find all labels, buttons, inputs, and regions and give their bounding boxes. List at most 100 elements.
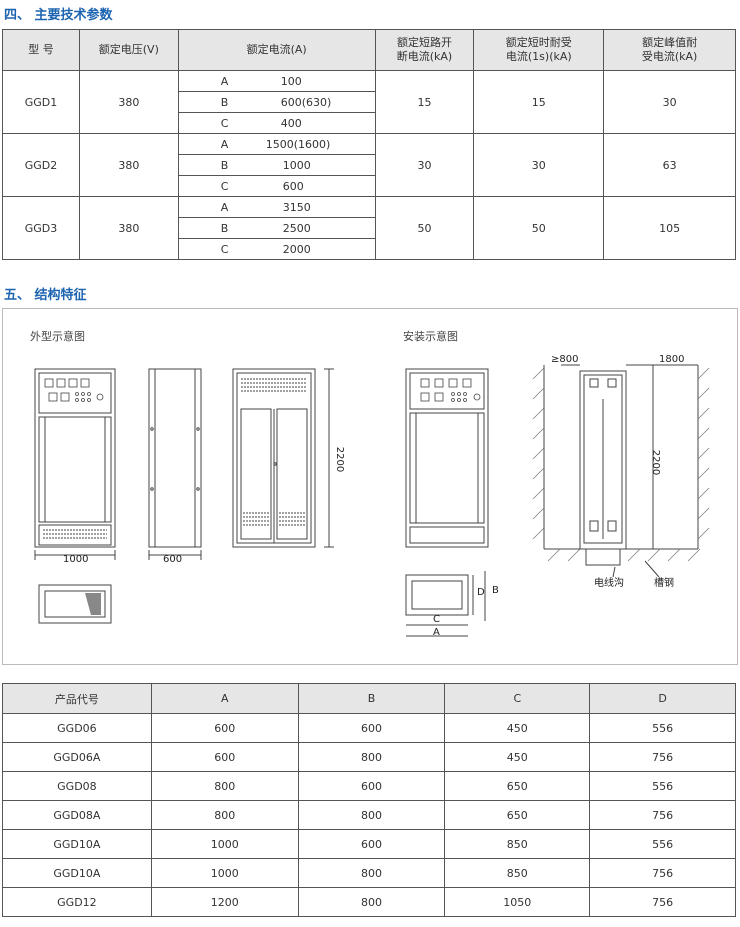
trench-label: 电线沟	[594, 578, 624, 589]
peak-cell: 30	[603, 70, 736, 134]
size-cell: GGD08	[2, 771, 152, 801]
size-cell: 1200	[150, 887, 299, 917]
size-cell: 800	[150, 800, 299, 830]
size-cell: 600	[297, 829, 446, 859]
model-cell: GGD1	[2, 70, 80, 134]
header-voltage: 额定电压(V)	[78, 29, 179, 71]
front-clearance-dimension: ≥800	[551, 354, 579, 365]
base-label-c: C	[433, 614, 440, 625]
base-plan-drawing	[38, 584, 112, 624]
size-cell: 756	[589, 800, 736, 830]
room-dimension: 1800	[659, 354, 685, 365]
size-cell: 1050	[444, 887, 591, 917]
side-view-drawing	[148, 368, 202, 560]
model-cell: GGD2	[2, 133, 80, 197]
base-label-d: D	[477, 587, 485, 598]
size-header: D	[589, 683, 736, 714]
install-section-drawing	[532, 364, 710, 578]
peak-cell: 105	[603, 196, 736, 260]
front-view-drawing	[34, 368, 116, 560]
size-cell: 556	[589, 829, 736, 859]
drawing-panel: 外型示意图 安装示意图	[2, 308, 738, 665]
channel-label: 槽钢	[654, 578, 674, 589]
outline-caption: 外型示意图	[30, 330, 85, 343]
size-header: C	[444, 683, 591, 714]
peak-cell: 63	[603, 133, 736, 197]
size-cell: 756	[589, 887, 736, 917]
base-label-a: A	[433, 627, 440, 638]
size-cell: 450	[444, 742, 591, 772]
install-caption: 安装示意图	[403, 330, 458, 343]
size-cell: 650	[444, 800, 591, 830]
size-cell: 800	[297, 887, 446, 917]
size-cell: 556	[589, 771, 736, 801]
voltage-cell: 380	[78, 196, 179, 260]
short-time-cell: 30	[473, 133, 605, 197]
header-peak: 额定峰值耐受电流(kA)	[603, 29, 736, 71]
header-model: 型 号	[2, 29, 80, 71]
breaking-cell: 15	[374, 70, 475, 134]
header-current: 额定电流(A)	[177, 29, 376, 71]
section-title-params: 四、 主要技术参数	[4, 8, 113, 23]
size-cell: 600	[150, 742, 299, 772]
size-cell: 556	[589, 713, 736, 743]
spec-table: 型 号 额定电压(V) 额定电流(A) 额定短路开断电流(kA) 额定短时耐受电…	[2, 29, 736, 260]
size-cell: 756	[589, 742, 736, 772]
technical-drawings	[34, 364, 710, 637]
install-front-drawing	[405, 368, 489, 548]
size-cell: 600	[297, 771, 446, 801]
size-cell: 850	[444, 829, 591, 859]
rear-view-drawing	[232, 368, 334, 548]
size-cell: 1000	[150, 858, 299, 888]
size-cell: 800	[150, 771, 299, 801]
size-cell: 600	[297, 713, 446, 743]
size-cell: 600	[150, 713, 299, 743]
size-cell: 1000	[150, 829, 299, 859]
header-breaking: 额定短路开断电流(kA)	[374, 29, 475, 71]
short-time-cell: 15	[473, 70, 605, 134]
base-label-b: B	[492, 585, 499, 596]
install-base-drawing	[405, 571, 486, 637]
size-cell: GGD10A	[2, 829, 152, 859]
height-dimension: 2200	[334, 446, 346, 473]
size-cell: GGD10A	[2, 858, 152, 888]
breaking-cell: 50	[374, 196, 475, 260]
breaking-cell: 30	[374, 133, 475, 197]
size-cell: 756	[589, 858, 736, 888]
size-header: 产品代号	[2, 683, 152, 714]
size-cell: 650	[444, 771, 591, 801]
size-cell: 450	[444, 713, 591, 743]
size-header: A	[150, 683, 299, 714]
size-cell: GGD08A	[2, 800, 152, 830]
voltage-cell: 380	[78, 133, 179, 197]
size-cell: GGD06A	[2, 742, 152, 772]
size-cell: 800	[297, 858, 446, 888]
size-cell: 800	[297, 800, 446, 830]
short-time-cell: 50	[473, 196, 605, 260]
size-cell: GGD06	[2, 713, 152, 743]
height-dimension-2: 2200	[650, 449, 662, 476]
depth-dimension: 600	[163, 554, 183, 565]
header-short-time: 额定短时耐受电流(1s)(kA)	[473, 29, 605, 71]
section-title-structure: 五、 结构特征	[4, 288, 87, 303]
size-header: B	[297, 683, 446, 714]
width-dimension: 1000	[63, 554, 89, 565]
voltage-cell: 380	[78, 70, 179, 134]
